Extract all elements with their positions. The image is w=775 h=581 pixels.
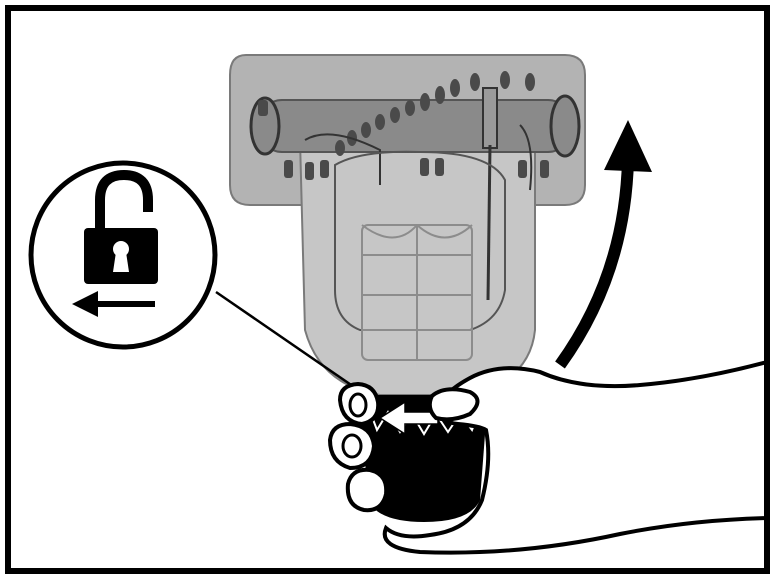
lock-callout bbox=[28, 160, 218, 350]
curved-arrow-head bbox=[604, 120, 652, 172]
keyhole-slot bbox=[113, 252, 129, 272]
roller-belt bbox=[482, 87, 498, 149]
fingernail-2 bbox=[341, 433, 363, 459]
curved-up-arrow-icon bbox=[555, 120, 652, 369]
inner-housing-outline bbox=[304, 124, 533, 191]
roller-end-right bbox=[549, 94, 581, 158]
canister-body bbox=[360, 395, 488, 522]
left-fingers bbox=[327, 381, 389, 513]
fingernail-1 bbox=[348, 392, 368, 418]
roller-bar bbox=[259, 99, 571, 153]
curved-arrow-shaft bbox=[555, 159, 634, 369]
chamber-outline bbox=[334, 150, 506, 331]
left-arrow-icon bbox=[72, 291, 98, 317]
dust-canister bbox=[360, 395, 488, 522]
impeller bbox=[361, 224, 473, 361]
thumb bbox=[427, 387, 480, 422]
unlocked-padlock-shackle bbox=[95, 169, 153, 230]
finger-3 bbox=[345, 467, 389, 513]
belt-down bbox=[486, 144, 492, 301]
right-hand bbox=[382, 359, 769, 555]
